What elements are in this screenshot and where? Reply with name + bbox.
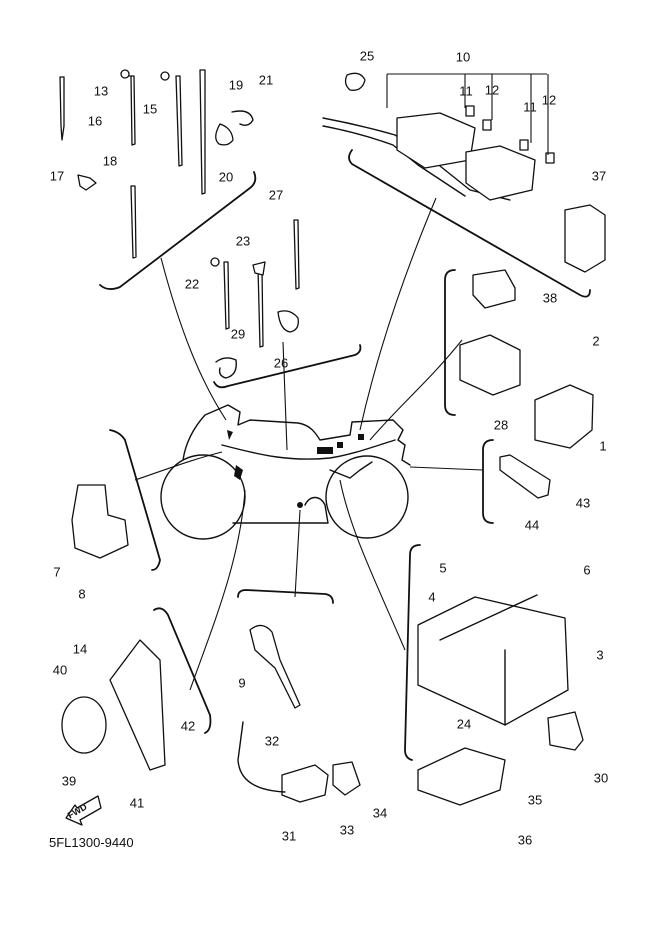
callout-34[interactable]: 34 bbox=[372, 805, 388, 821]
callout-15[interactable]: 15 bbox=[142, 101, 158, 117]
callout-7[interactable]: 7 bbox=[53, 564, 61, 580]
callout-30[interactable]: 30 bbox=[593, 770, 609, 786]
callout-40[interactable]: 40 bbox=[52, 662, 68, 678]
callout-29[interactable]: 29 bbox=[230, 326, 246, 342]
callout-11a[interactable]: 11 bbox=[459, 83, 473, 99]
callout-38[interactable]: 38 bbox=[542, 290, 558, 306]
callout-32[interactable]: 32 bbox=[264, 733, 280, 749]
leader-lines bbox=[134, 197, 484, 691]
callout-36[interactable]: 36 bbox=[517, 832, 533, 848]
part-33-shape bbox=[332, 761, 361, 796]
callout-8[interactable]: 8 bbox=[78, 586, 86, 602]
callout-23[interactable]: 23 bbox=[235, 233, 251, 249]
callout-9[interactable]: 9 bbox=[238, 675, 246, 691]
callout-17[interactable]: 17 bbox=[49, 168, 65, 184]
callout-37[interactable]: 37 bbox=[591, 168, 607, 184]
callout-4[interactable]: 4 bbox=[428, 589, 436, 605]
callout-20[interactable]: 20 bbox=[218, 169, 234, 185]
callout-16[interactable]: 16 bbox=[87, 113, 103, 129]
callout-21[interactable]: 21 bbox=[258, 72, 274, 88]
callout-27[interactable]: 27 bbox=[268, 187, 284, 203]
callout-39[interactable]: 39 bbox=[61, 773, 77, 789]
part-30-shape bbox=[547, 711, 584, 751]
part-28-shape bbox=[459, 334, 521, 396]
callout-12a[interactable]: 12 bbox=[484, 82, 500, 98]
callout-6[interactable]: 6 bbox=[583, 562, 591, 578]
part-9-shape bbox=[249, 624, 301, 709]
cable-ties bbox=[59, 69, 300, 379]
callout-5[interactable]: 5 bbox=[439, 560, 447, 576]
group-brackets bbox=[99, 149, 591, 761]
callout-10[interactable]: 10 bbox=[455, 49, 471, 65]
callout-14[interactable]: 14 bbox=[72, 641, 88, 657]
part-41-shape bbox=[109, 639, 166, 771]
part-7-shape bbox=[71, 484, 129, 559]
part-43-shape bbox=[499, 454, 551, 499]
callout-31[interactable]: 31 bbox=[281, 828, 297, 844]
part-38-shape bbox=[472, 269, 516, 309]
callout-35[interactable]: 35 bbox=[527, 792, 543, 808]
callout-28[interactable]: 28 bbox=[493, 417, 509, 433]
callout-1[interactable]: 1 bbox=[599, 438, 607, 454]
callout-42[interactable]: 42 bbox=[180, 718, 196, 734]
part-1-shape bbox=[534, 384, 594, 449]
part-3-shape bbox=[417, 596, 569, 726]
callout-11b[interactable]: 11 bbox=[523, 99, 537, 115]
callout-43[interactable]: 43 bbox=[575, 495, 591, 511]
callout-33[interactable]: 33 bbox=[339, 822, 355, 838]
callout-44[interactable]: 44 bbox=[524, 517, 540, 533]
callout-2[interactable]: 2 bbox=[592, 333, 600, 349]
fwd-arrow-icon bbox=[65, 795, 102, 826]
callout-24[interactable]: 24 bbox=[456, 716, 472, 732]
part-39-shape bbox=[61, 696, 107, 754]
callout-13[interactable]: 13 bbox=[93, 83, 109, 99]
motorcycle-outline bbox=[160, 404, 411, 540]
callout-19[interactable]: 19 bbox=[228, 77, 244, 93]
callout-41[interactable]: 41 bbox=[129, 795, 145, 811]
callout-18[interactable]: 18 bbox=[102, 153, 118, 169]
part-31-shape bbox=[281, 764, 329, 803]
part-35-shape bbox=[417, 747, 506, 806]
callout-25[interactable]: 25 bbox=[359, 48, 375, 64]
callout-26[interactable]: 26 bbox=[273, 355, 289, 371]
callout-3[interactable]: 3 bbox=[596, 647, 604, 663]
diagram-code: 5FL1300-9440 bbox=[49, 835, 134, 850]
part-37-shape bbox=[564, 204, 606, 273]
fuse-box bbox=[322, 72, 555, 201]
callout-22[interactable]: 22 bbox=[184, 276, 200, 292]
callout-12b[interactable]: 12 bbox=[541, 92, 557, 108]
